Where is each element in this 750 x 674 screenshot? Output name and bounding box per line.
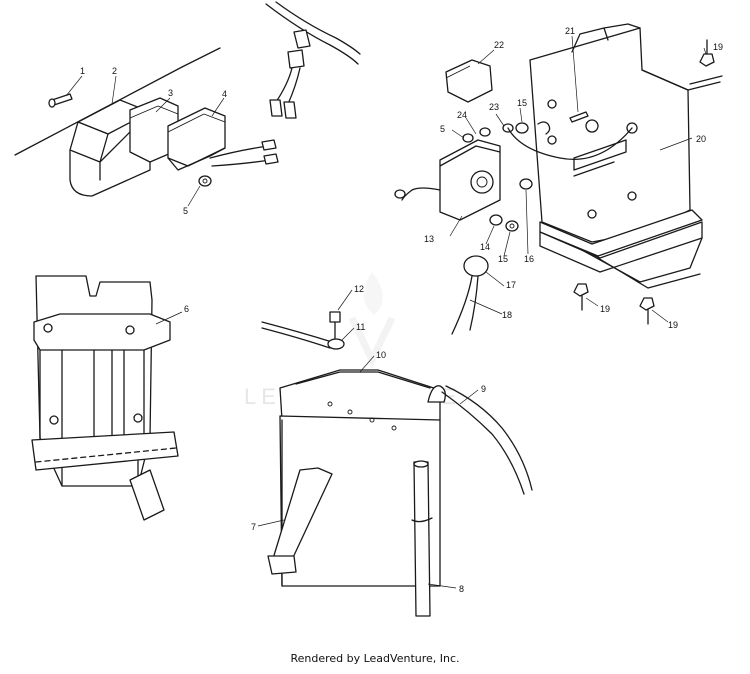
callouts-left-middle: 6 (184, 304, 189, 314)
callout-24: 24 (457, 110, 467, 120)
callout-12: 12 (354, 284, 364, 294)
callout-19-bottom: 19 (668, 320, 678, 330)
callout-22: 22 (494, 40, 504, 50)
callout-15-top: 15 (517, 98, 527, 108)
callout-14: 14 (480, 242, 490, 252)
callout-6: 6 (184, 304, 189, 314)
callout-19-top: 19 (713, 42, 723, 52)
callout-5: 5 (183, 206, 188, 216)
callout-7: 7 (251, 522, 256, 532)
watermark-logo (348, 272, 396, 369)
callout-2: 2 (112, 66, 117, 76)
callout-16: 16 (524, 254, 534, 264)
callout-3: 3 (168, 88, 173, 98)
callouts-top-left: 1 2 3 4 5 (80, 66, 227, 216)
callout-21: 21 (565, 26, 575, 36)
battery-box-assembly (394, 23, 723, 335)
callout-18: 18 (502, 310, 512, 320)
callout-15-bottom: 15 (498, 254, 508, 264)
callout-1: 1 (80, 66, 85, 76)
callout-8: 8 (459, 584, 464, 594)
callout-10: 10 (376, 350, 386, 360)
callout-5-right: 5 (440, 124, 445, 134)
callout-9: 9 (481, 384, 486, 394)
callout-4: 4 (222, 89, 227, 99)
callout-20: 20 (696, 134, 706, 144)
callouts-right: 21 22 19 23 15 24 5 20 13 14 15 16 17 18… (424, 26, 723, 330)
callout-17: 17 (506, 280, 516, 290)
callout-19-middle: 19 (600, 304, 610, 314)
callouts-bottom-center: 12 11 10 9 7 8 (251, 284, 486, 594)
footer-credit: Rendered by LeadVenture, Inc. (290, 652, 460, 665)
rectifier-assembly (14, 1, 361, 207)
callout-23: 23 (489, 102, 499, 112)
battery-holder-assembly (31, 275, 183, 521)
callout-11: 11 (356, 322, 365, 332)
callout-13: 13 (424, 234, 434, 244)
battery-assembly (257, 289, 533, 617)
